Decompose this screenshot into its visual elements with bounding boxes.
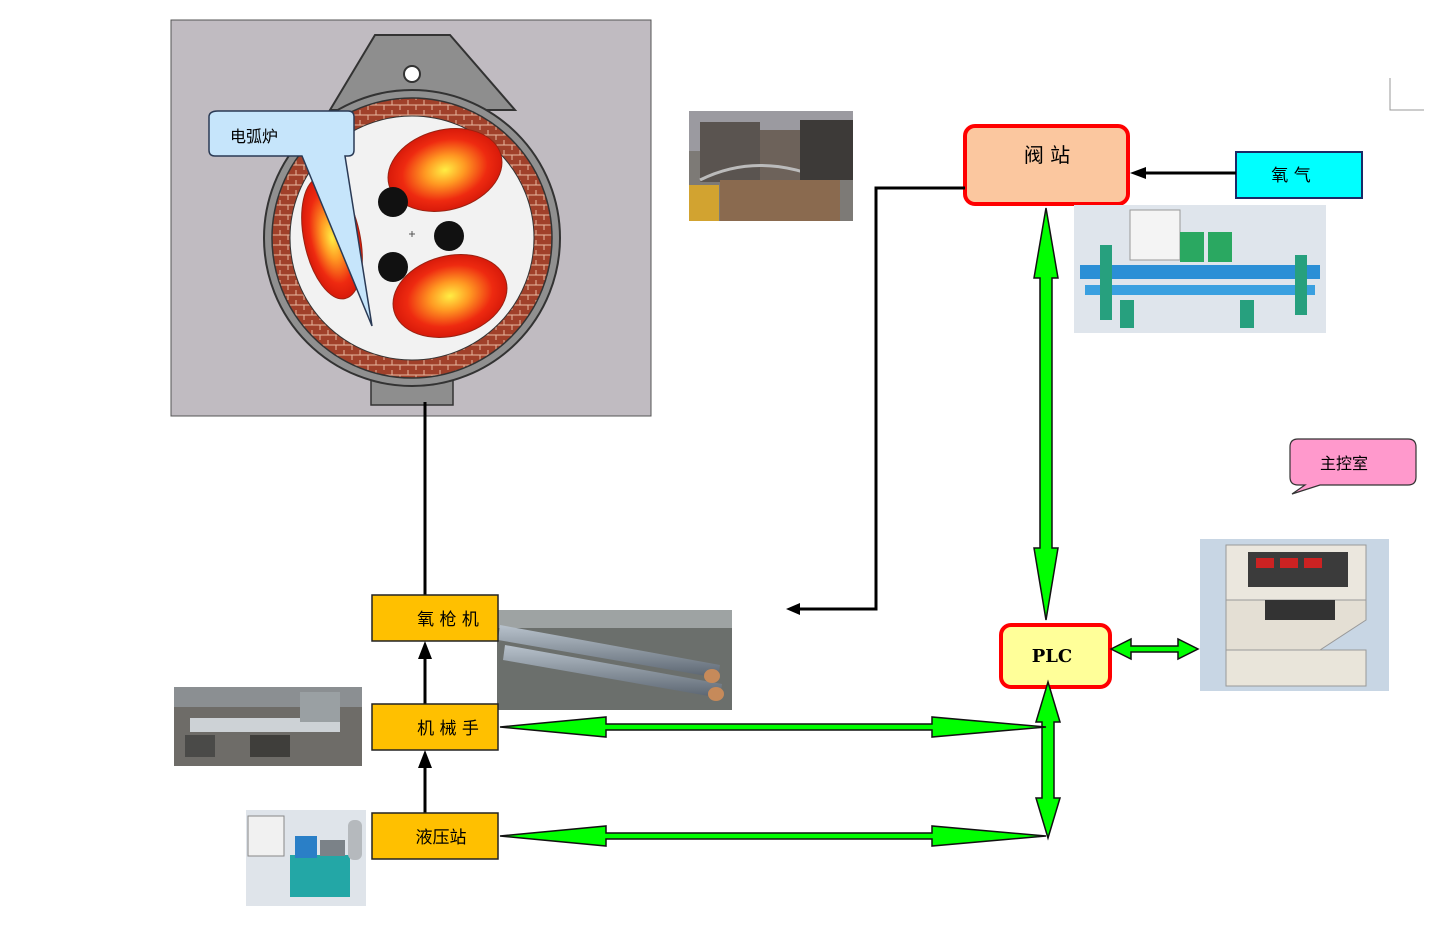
manipulator-plc-double-arrow	[499, 716, 1047, 738]
control-console-photo	[1200, 539, 1389, 691]
electrode-1	[378, 187, 408, 217]
lance-machine-label: 氧 枪 机	[417, 610, 479, 630]
control-room-label: 主控室	[1320, 454, 1368, 473]
furnace-callout-label: 电弧炉	[230, 127, 278, 146]
manipulator-box[interactable]: 机 械 手	[371, 703, 499, 751]
hydraulic-to-manipulator-arrow	[418, 750, 432, 813]
plc-console-double-arrow	[1109, 637, 1200, 661]
manipulator-label: 机 械 手	[417, 719, 479, 739]
lance-machine-box[interactable]: 氧 枪 机	[371, 594, 499, 642]
hydraulic-unit-photo	[246, 810, 366, 906]
valve-plc-double-arrow	[1033, 207, 1059, 621]
hydraulic-station-label: 液压站	[416, 828, 467, 848]
furnace-site-photo	[689, 111, 853, 221]
valve-station-photo	[1074, 205, 1326, 333]
electrode-2	[434, 221, 464, 251]
manipulator-to-lance-arrow	[418, 641, 432, 704]
plc-label: PLC	[1032, 646, 1073, 667]
plc-trunk-double-arrow	[1034, 679, 1062, 841]
valve-station-box[interactable]: 阀 站	[963, 124, 1130, 206]
page-corner-mark	[1389, 78, 1424, 111]
flame-zone-bottom-right	[392, 254, 508, 338]
oxygen-to-valve-arrow	[1130, 167, 1236, 179]
lance-pipes-photo	[497, 610, 732, 710]
electrode-3	[378, 252, 408, 282]
hydraulic-plc-double-arrow	[499, 825, 1047, 847]
valve-to-lance-line	[786, 186, 965, 615]
manipulator-photo	[174, 687, 362, 766]
control-room-callout: 主控室	[1289, 438, 1417, 495]
flame-zone-top-right	[387, 128, 503, 212]
furnace-callout: 电弧炉	[208, 110, 373, 327]
furnace-panel	[170, 19, 652, 417]
hydraulic-station-box[interactable]: 液压站	[371, 812, 499, 860]
oxygen-label: 氧 气	[1271, 166, 1310, 186]
oxygen-box[interactable]: 氧 气	[1235, 151, 1363, 199]
plc-box[interactable]: PLC	[999, 623, 1112, 689]
valve-station-label: 阀 站	[1024, 143, 1070, 167]
